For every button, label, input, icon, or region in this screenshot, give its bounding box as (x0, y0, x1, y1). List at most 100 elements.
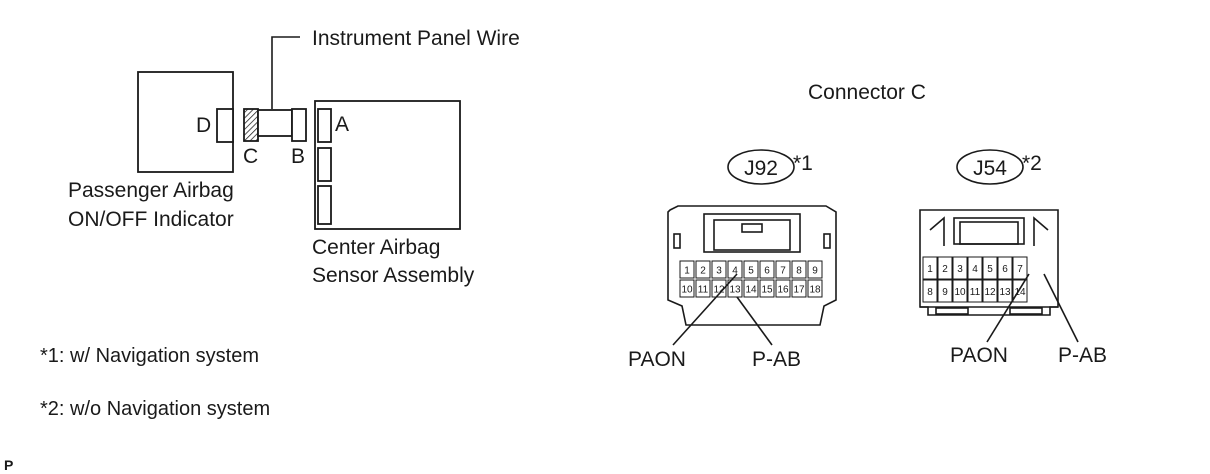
sensor-box (314, 100, 461, 230)
pin-cell (952, 256, 968, 280)
note-1: *1: w/ Navigation system (40, 345, 259, 367)
pin-number: 2 (942, 264, 948, 275)
pin-number: 8 (796, 266, 802, 277)
wire-label: Instrument Panel Wire (312, 27, 520, 50)
pin-number: 13 (999, 287, 1011, 298)
pin-number: 1 (684, 266, 690, 277)
pin-number: 7 (1017, 264, 1023, 275)
j54-pab-label: P-AB (1058, 344, 1107, 367)
pin-number: 3 (957, 264, 963, 275)
pin-cell (922, 279, 938, 303)
j54-paon-leader (986, 273, 1030, 343)
pin-cell (952, 279, 968, 303)
sensor-port-2 (317, 147, 332, 182)
pin-cell (759, 279, 775, 298)
j92-id: J92 (744, 157, 778, 180)
connector-b-label: B (291, 145, 305, 168)
pin-number: 5 (748, 266, 754, 277)
connector-d (216, 108, 234, 143)
pin-number: 12 (713, 285, 725, 296)
pin-cell (711, 279, 727, 298)
j54-pab-leader (1043, 273, 1079, 343)
j54-paon-label: PAON (950, 344, 1008, 367)
pin-cell (982, 279, 998, 303)
pin-cell (727, 260, 743, 279)
pin-cell (743, 279, 759, 298)
pin-cell (982, 256, 998, 280)
pin-number: 11 (698, 285, 709, 296)
pin-number: 9 (942, 287, 948, 298)
pin-cell (791, 260, 807, 279)
j92-paon-leader (672, 273, 738, 346)
pin-number: 18 (809, 285, 821, 296)
pin-number: 1 (927, 264, 933, 275)
connector-a (317, 108, 332, 143)
j54-connector-face (919, 209, 1059, 316)
j92-pab-label: P-AB (752, 348, 801, 371)
pin-cell (937, 279, 953, 303)
sensor-port-3 (317, 185, 332, 225)
pin-number: 12 (984, 287, 996, 298)
connector-title: Connector C (808, 81, 926, 104)
pin-cell (695, 260, 711, 279)
j92-pab-leader (736, 296, 773, 346)
pin-cell (1012, 279, 1028, 303)
pin-cell (711, 260, 727, 279)
pin-cell (791, 279, 807, 298)
pin-cell (695, 279, 711, 298)
pin-number: 7 (780, 266, 786, 277)
pin-number: 4 (732, 266, 738, 277)
pin-cell (997, 256, 1013, 280)
pin-number: 10 (954, 287, 966, 298)
corner-mark: P (4, 457, 13, 473)
pin-number: 2 (700, 266, 706, 277)
pin-cell (743, 260, 759, 279)
pin-number: 5 (987, 264, 993, 275)
pin-number: 10 (681, 285, 693, 296)
indicator-label-1: Passenger Airbag (68, 179, 234, 202)
pin-number: 9 (812, 266, 818, 277)
j54-note-ref: *2 (1022, 152, 1042, 175)
pin-cell (679, 260, 695, 279)
connector-c-label: C (243, 145, 258, 168)
j92-paon-label: PAON (628, 348, 686, 371)
pin-cell (937, 256, 953, 280)
pin-cell (759, 260, 775, 279)
wire-leader-line (271, 36, 300, 109)
pin-cell (775, 279, 791, 298)
pin-cell (922, 256, 938, 280)
j92-connector-face (667, 205, 837, 326)
j92-id-ellipse (727, 149, 795, 185)
indicator-label-2: ON/OFF Indicator (68, 208, 234, 231)
pin-number: 14 (745, 285, 757, 296)
sensor-label-1: Center Airbag (312, 236, 440, 259)
sensor-label-2: Sensor Assembly (312, 264, 475, 287)
pin-number: 8 (927, 287, 933, 298)
pin-number: 15 (761, 285, 773, 296)
pin-number: 14 (1014, 287, 1026, 298)
pin-number: 11 (970, 287, 981, 298)
pin-cell (1012, 256, 1028, 280)
pin-cell (727, 279, 743, 298)
pin-cell (807, 279, 823, 298)
pin-number: 4 (972, 264, 978, 275)
pin-number: 13 (729, 285, 741, 296)
wire-harness (257, 109, 293, 137)
pin-cell (807, 260, 823, 279)
pin-cell (967, 256, 983, 280)
j54-id-ellipse (956, 149, 1024, 185)
pin-number: 6 (764, 266, 770, 277)
note-2: *2: w/o Navigation system (40, 398, 270, 420)
pin-cell (775, 260, 791, 279)
pin-number: 17 (793, 285, 805, 296)
pin-number: 16 (777, 285, 789, 296)
connector-d-label: D (196, 114, 211, 137)
j92-note-ref: *1 (793, 152, 813, 175)
pin-cell (967, 279, 983, 303)
pin-number: 3 (716, 266, 722, 277)
pin-cell (679, 279, 695, 298)
connector-a-label: A (335, 113, 349, 136)
